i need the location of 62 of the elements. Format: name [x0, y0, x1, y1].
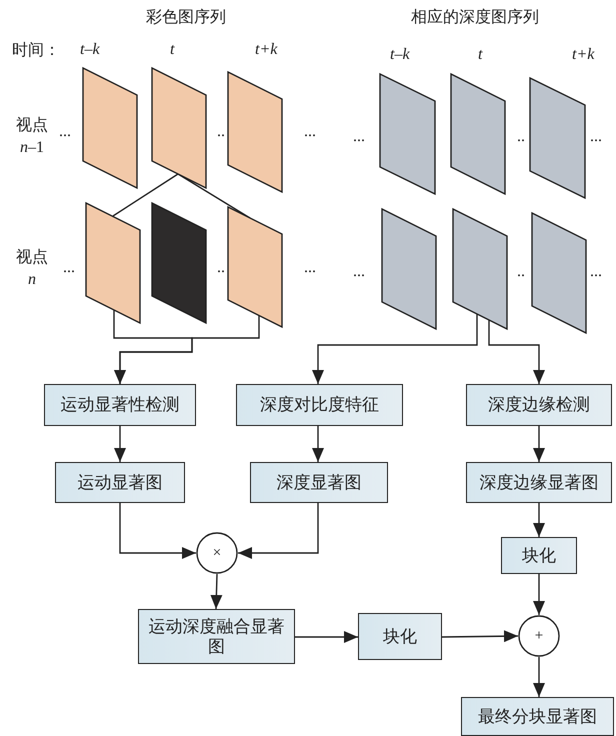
- time-label: t: [170, 41, 174, 59]
- process-box: 深度边缘显著图: [466, 462, 612, 503]
- arrow: [295, 631, 358, 643]
- arrow: [533, 503, 545, 537]
- image-frame: [83, 68, 137, 188]
- arrow: [114, 426, 126, 462]
- arrow: [533, 657, 545, 697]
- time-label: t: [478, 46, 482, 64]
- image-frame: [152, 68, 206, 188]
- arrow: [312, 314, 478, 384]
- time-label: t–k: [80, 41, 100, 59]
- image-frame: [382, 209, 436, 329]
- process-box: 深度边缘检测: [466, 384, 612, 426]
- ellipsis: ...: [304, 123, 316, 141]
- view-label: 视点 n–1: [15, 116, 49, 158]
- ellipsis: ...: [59, 123, 71, 141]
- time-label: 时间：: [12, 40, 60, 60]
- process-box: 块化: [358, 613, 442, 660]
- ellipsis: ...: [353, 263, 365, 281]
- process-box: 最终分块显著图: [461, 697, 614, 736]
- arrow: [533, 426, 545, 462]
- arrow: [488, 320, 545, 384]
- image-frame: [451, 74, 505, 194]
- image-frame: [530, 78, 585, 198]
- process-box: 运动深度融合显著图: [138, 609, 295, 664]
- ellipsis: ..: [517, 128, 525, 146]
- time-label: t+k: [572, 46, 594, 64]
- process-box: 块化: [501, 537, 577, 574]
- ellipsis: ..: [217, 259, 225, 277]
- process-box: 运动显著性检测: [44, 384, 196, 426]
- operator-circle: ×: [196, 532, 238, 574]
- arrow: [312, 426, 324, 462]
- image-frame: [453, 209, 507, 329]
- ellipsis: ..: [517, 263, 525, 281]
- arrow: [442, 630, 518, 642]
- image-frame: [228, 72, 282, 192]
- process-box: 深度对比度特征: [236, 384, 403, 426]
- arrow: [238, 503, 319, 559]
- connector-line: [112, 173, 178, 217]
- column-heading: 彩色图序列: [146, 8, 226, 28]
- image-frame: [86, 203, 140, 323]
- arrow: [533, 574, 545, 615]
- process-box: 运动显著图: [55, 462, 185, 503]
- operator-circle: +: [518, 615, 560, 657]
- ellipsis: ...: [353, 128, 365, 146]
- ellipsis: ...: [63, 259, 75, 277]
- image-frame: [152, 203, 206, 323]
- arrow: [119, 503, 196, 559]
- ellipsis: ...: [590, 263, 602, 281]
- arrow: [114, 315, 260, 384]
- time-label: t–k: [390, 46, 410, 64]
- arrow: [210, 574, 222, 610]
- process-box: 深度显著图: [250, 462, 388, 503]
- time-label: t+k: [255, 41, 278, 59]
- view-label: 视点 n: [15, 248, 49, 290]
- image-frame: [532, 213, 586, 333]
- column-heading: 相应的深度图序列: [411, 8, 539, 28]
- ellipsis: ...: [304, 259, 316, 277]
- image-frame: [380, 74, 435, 194]
- ellipsis: ..: [217, 123, 225, 141]
- ellipsis: ...: [590, 128, 602, 146]
- image-frame: [228, 207, 282, 327]
